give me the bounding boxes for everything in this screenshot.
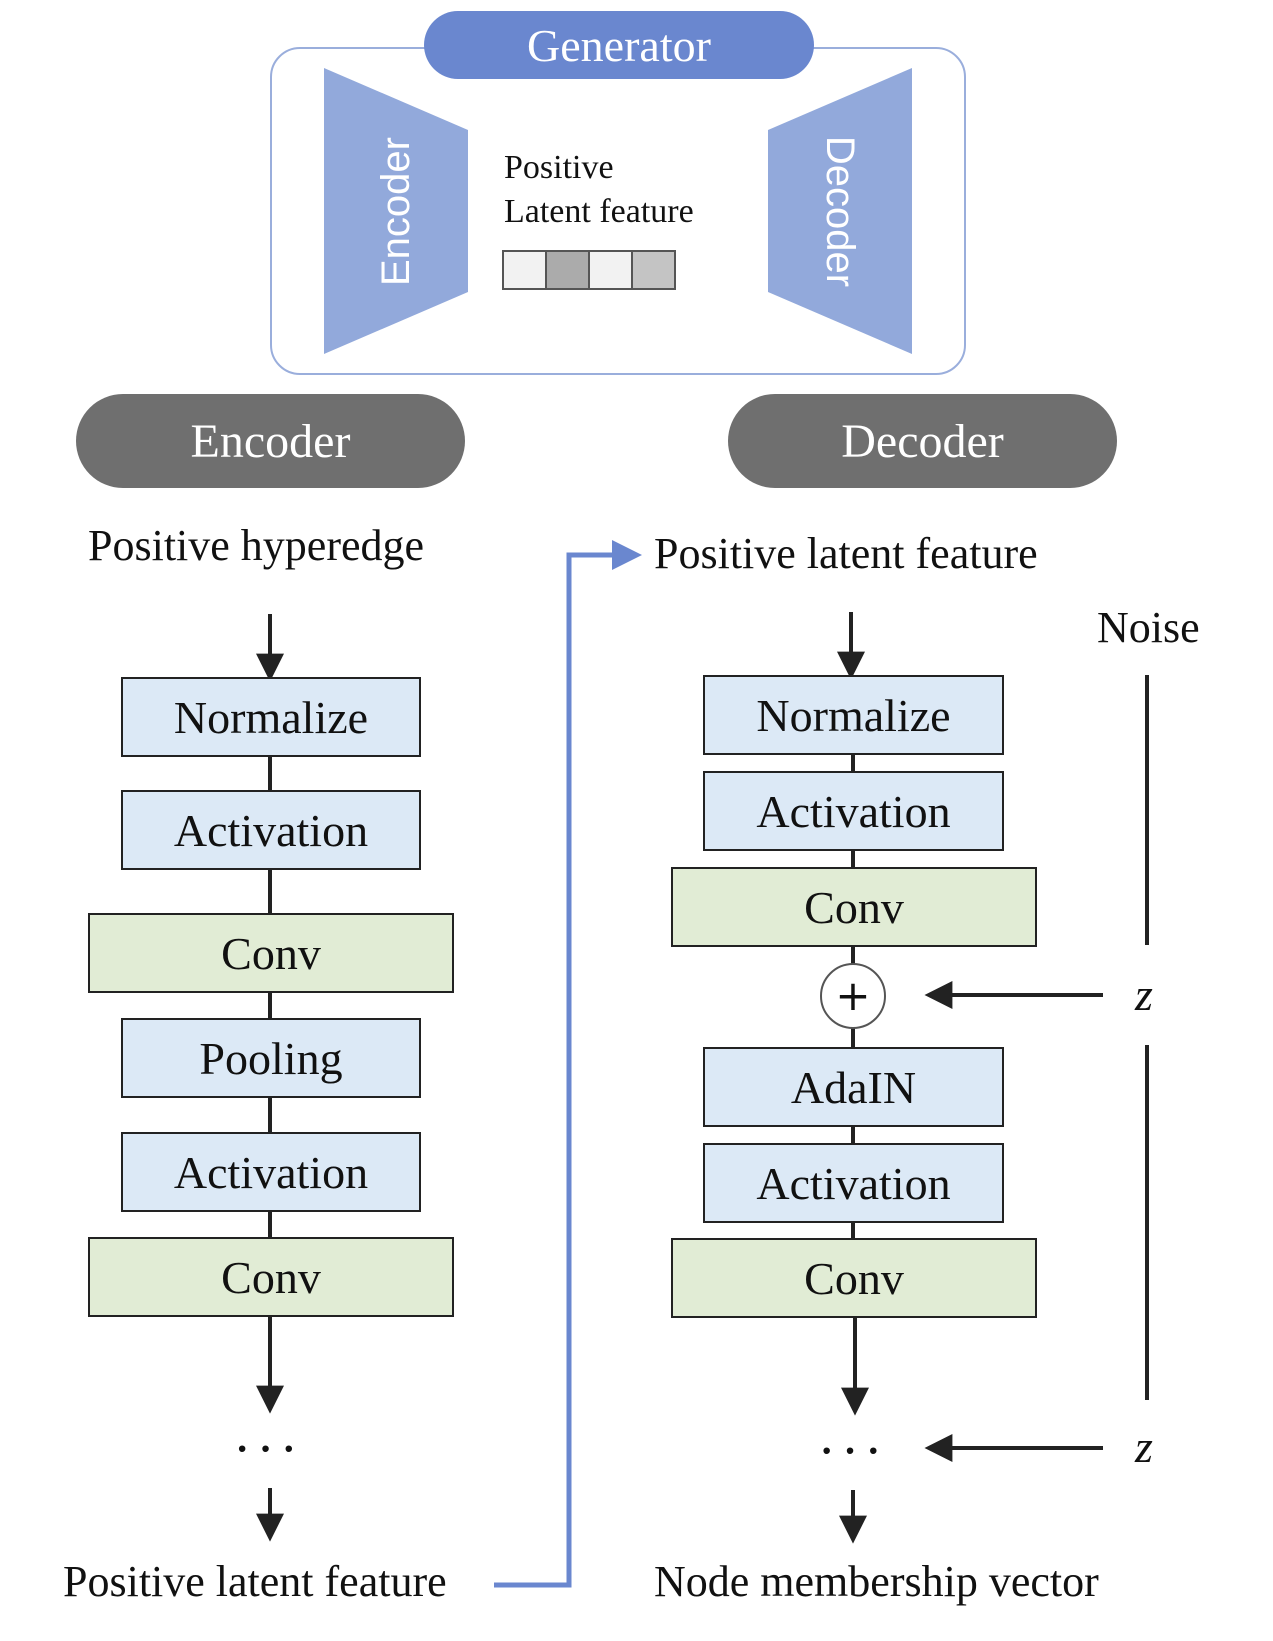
decoder-block-conv-1: Conv: [671, 867, 1037, 947]
decoder-block-activation-1: Activation: [703, 771, 1004, 851]
encoder-block-activation-1: Activation: [121, 790, 421, 870]
decoder-output-label: Node membership vector: [654, 1557, 1099, 1606]
decoder-block-adain: AdaIN: [703, 1047, 1004, 1127]
latent-vector: [502, 250, 676, 290]
encoder-input-label: Positive hyperedge: [88, 521, 425, 570]
latent-vector-cell: [545, 250, 590, 290]
decoder-title: Decoder: [728, 394, 1117, 488]
encoder-block-conv-1: Conv: [88, 913, 454, 993]
noise-add-icon: +: [820, 963, 886, 1029]
decoder-trapezoid: [768, 68, 912, 354]
encoder-block-activation-2: Activation: [121, 1132, 421, 1212]
decoder-input-label: Positive latent feature: [654, 529, 1038, 578]
encoder-trapezoid-label: Encoder: [373, 136, 418, 286]
decoder-ellipsis: ···: [819, 1427, 891, 1473]
noise-label: Noise: [1097, 603, 1200, 652]
encoder-ellipsis: ···: [235, 1425, 306, 1471]
generator-title: Generator: [424, 11, 814, 79]
encoder-title: Encoder: [76, 394, 465, 488]
decoder-block-activation-2: Activation: [703, 1143, 1004, 1223]
encoder-trapezoid: [324, 68, 468, 354]
encoder-output-label: Positive latent feature: [63, 1557, 447, 1606]
latent-vector-cell: [502, 250, 547, 290]
latent-vector-cell: [631, 250, 676, 290]
decoder-trapezoid-label: Decoder: [818, 135, 863, 287]
decoder-block-normalize: Normalize: [703, 675, 1004, 755]
encoder-block-pooling: Pooling: [121, 1018, 421, 1098]
generator-latent-line1: Positive: [504, 149, 614, 186]
generator-latent-line2: Latent feature: [504, 193, 694, 230]
latent-vector-cell: [588, 250, 633, 290]
encoder-block-normalize: Normalize: [121, 677, 421, 757]
z-label-plus: z: [1135, 969, 1153, 1020]
decoder-trapezoid-label-wrap: Decoder: [768, 68, 912, 354]
latent-link-arrow: [494, 540, 642, 1588]
encoder-trapezoid-label-wrap: Encoder: [324, 68, 468, 354]
decoder-block-conv-2: Conv: [671, 1238, 1037, 1318]
encoder-block-conv-2: Conv: [88, 1237, 454, 1317]
z-label-ellipsis: z: [1135, 1421, 1153, 1472]
generator-latent-label: Positive Latent feature: [504, 146, 694, 234]
